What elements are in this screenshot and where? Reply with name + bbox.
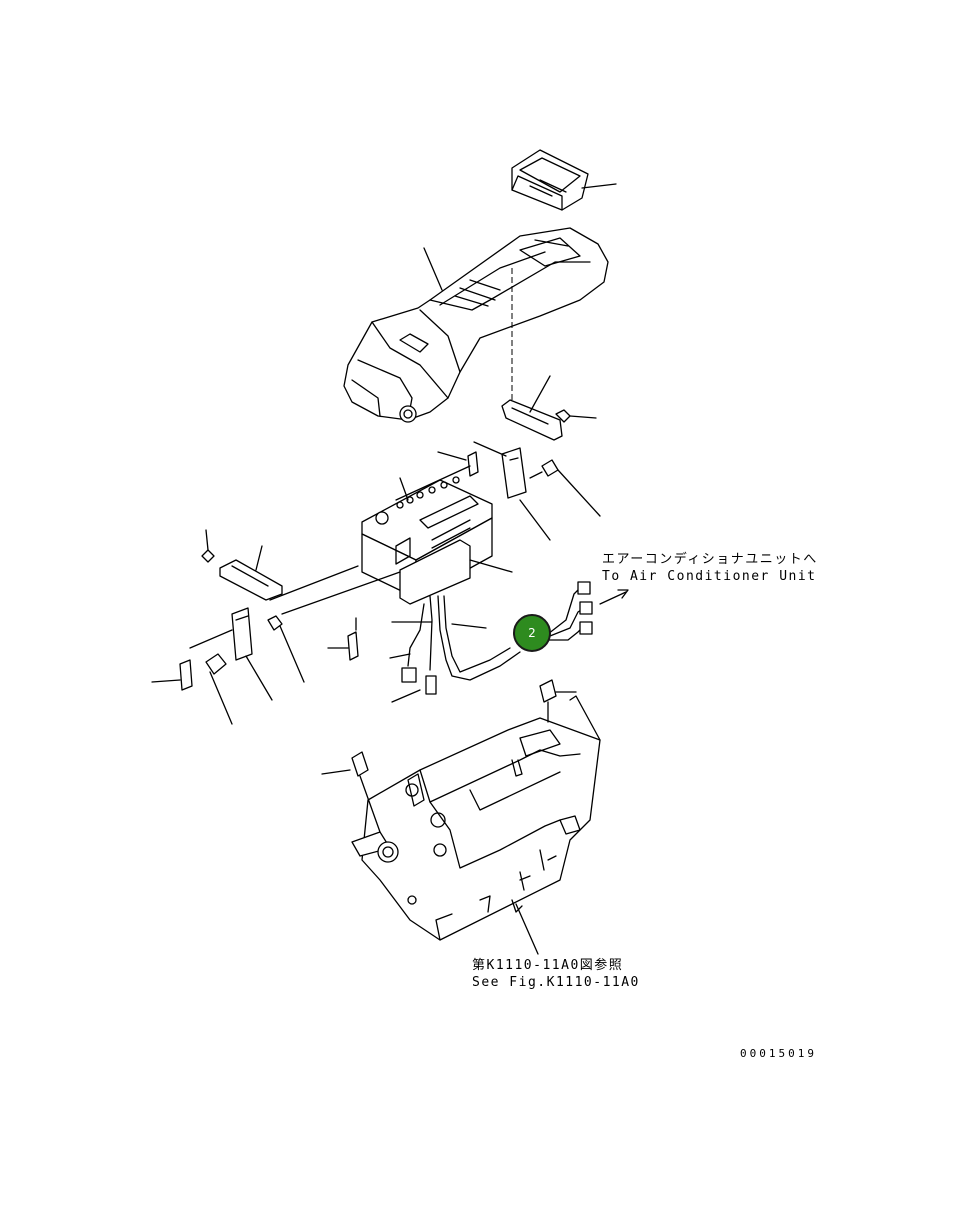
ac-connectors bbox=[547, 581, 629, 641]
drawing-number: 00015019 bbox=[740, 1047, 817, 1060]
ac-unit-label-jp: エアーコンディショナユニットへ bbox=[602, 552, 818, 567]
console-frame bbox=[351, 695, 601, 941]
cover-bracket bbox=[501, 375, 597, 441]
frame-bolts bbox=[321, 679, 577, 955]
mid-fasteners bbox=[437, 441, 601, 541]
ac-unit-label-en: To Air Conditioner Unit bbox=[602, 569, 817, 584]
wire-harness bbox=[389, 595, 521, 703]
storage-box bbox=[511, 149, 617, 211]
switch-panel bbox=[361, 465, 513, 605]
figure-ref-en: See Fig.K1110-11A0 bbox=[472, 975, 640, 990]
console-cover bbox=[343, 227, 609, 423]
callout-label: 2 bbox=[528, 626, 536, 640]
left-brackets bbox=[151, 529, 401, 725]
figure-ref-jp: 第K1110-11A0図参照 bbox=[472, 958, 624, 973]
part-callout-2[interactable]: 2 bbox=[513, 614, 551, 652]
